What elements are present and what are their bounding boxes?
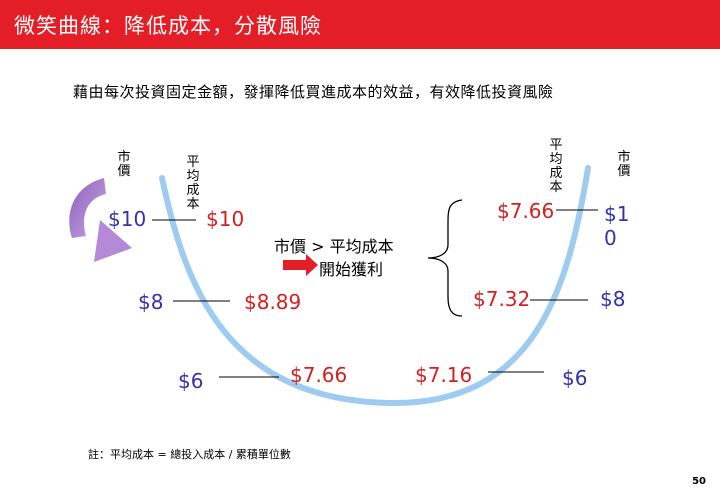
right-market-price-8: $8 [600, 287, 626, 311]
left-market-price-8: $8 [138, 290, 164, 314]
brace [427, 199, 463, 317]
right-market-price-label: 市價 [617, 150, 631, 179]
left-market-price-6: $6 [178, 369, 204, 393]
right-market-price-6: $6 [562, 366, 588, 390]
callout-condition: 市價 > 平均成本 [274, 237, 394, 256]
right-average-cost-716: $7.16 [415, 363, 473, 387]
left-average-cost-10: $10 [206, 207, 245, 231]
right-average-cost-label: 平均成本 [549, 138, 563, 195]
subtitle: 藉由每次投資固定金額，發揮降低買進成本的效益，有效降低投資風險 [73, 83, 554, 101]
page-number: 50 [692, 476, 706, 487]
curved-arrow-icon [69, 178, 106, 238]
footnote: 註：平均成本 = 總投入成本 / 累積單位數 [88, 448, 291, 461]
smile-curve [159, 165, 591, 407]
title-bar: 微笑曲線：降低成本，分散風險 [0, 0, 720, 49]
callout-result: 開始獲利 [319, 260, 384, 279]
right-average-cost-732: $7.32 [473, 287, 531, 311]
right-average-cost-766: $7.66 [497, 199, 555, 223]
left-average-cost-label: 平均成本 [186, 155, 200, 212]
curved-arrow-head [94, 220, 132, 262]
left-market-price-label: 市價 [117, 150, 131, 179]
right-market-price-10: $10 [604, 202, 630, 250]
right-arrow-icon [283, 254, 318, 276]
left-market-price-10: $10 [108, 207, 147, 231]
left-average-cost-766: $7.66 [290, 363, 348, 387]
page-title: 微笑曲線：降低成本，分散風險 [14, 14, 322, 38]
left-average-cost-889: $8.89 [244, 290, 302, 314]
